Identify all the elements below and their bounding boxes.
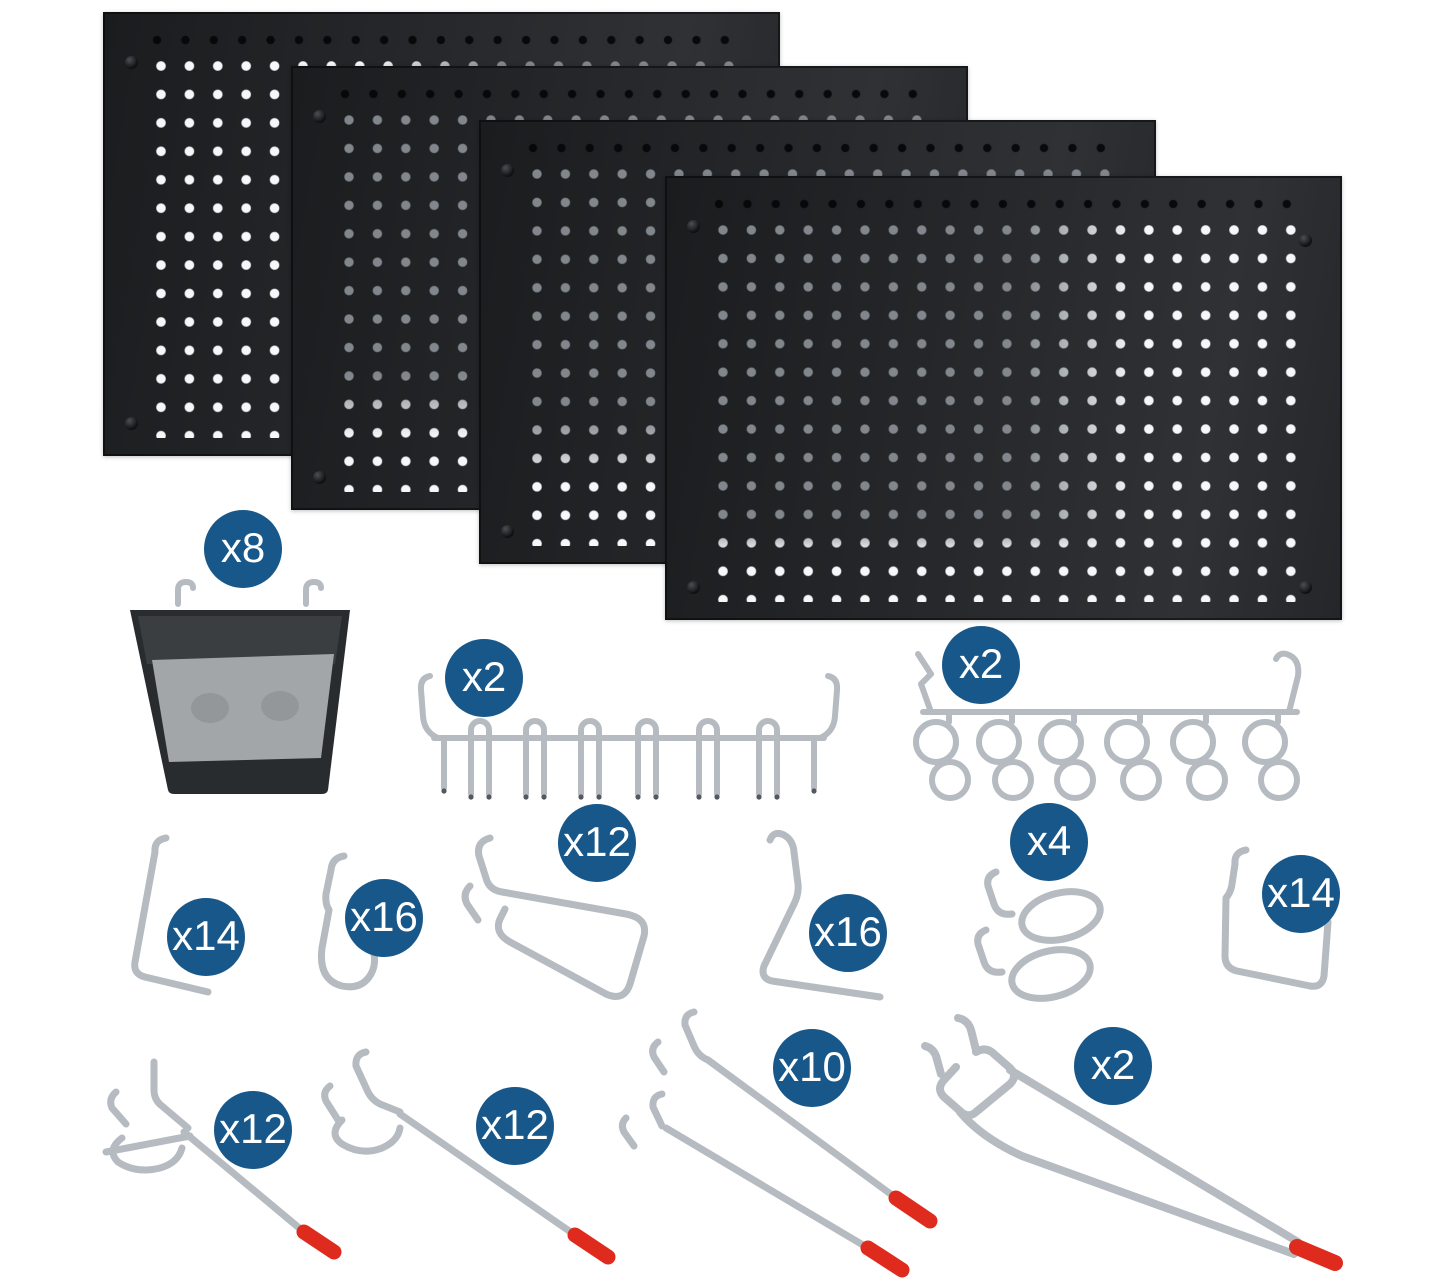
pegboard-hole-grid-bright: [709, 216, 1302, 602]
elbow-hook-icon: [759, 829, 884, 1001]
curved-hook-icon: [461, 834, 649, 1000]
angle-hook-icon: [131, 834, 212, 996]
item-storage-bin: [122, 578, 358, 796]
qty-badge-curved-hook: x12: [558, 804, 636, 882]
item-multi-prong-tool-rack: [408, 648, 841, 806]
curl-rack-icon: [913, 650, 1302, 801]
pegboard-top-hole-row: [337, 86, 922, 102]
qty-badge-long-hook-pair: x10: [773, 1029, 851, 1107]
pegboard-top-hole-row: [149, 32, 734, 48]
qty-badge-j-hook: x16: [345, 879, 423, 957]
item-loop-clip-hooks: [966, 862, 1131, 1007]
item-elbow-hook: [750, 824, 892, 1004]
screw-icon: [313, 110, 326, 123]
item-heavy-duty-double-hook: [918, 1012, 1346, 1271]
qty-badge-loop-clips: x4: [1010, 803, 1088, 881]
qty-badge-square-hook: x14: [1262, 855, 1340, 933]
item-square-hook: [1208, 840, 1336, 1005]
screw-icon: [1299, 234, 1312, 247]
item-ball-end-hook-medium: [321, 1042, 616, 1265]
ball-hook-short-icon: [102, 1058, 342, 1260]
qty-badge-ball-hook-medium: x12: [476, 1087, 554, 1165]
ball-hook-medium-icon: [321, 1048, 616, 1265]
item-ball-end-hook-short: [96, 1050, 344, 1262]
screw-icon: [501, 164, 514, 177]
j-hook-icon: [317, 852, 379, 991]
screw-icon: [125, 56, 138, 69]
screw-icon: [687, 581, 700, 594]
item-j-hook: [298, 848, 384, 1006]
qty-badge-storage-bin: x8: [204, 510, 282, 588]
screw-icon: [687, 220, 700, 233]
curl-hook-units: [913, 709, 1300, 801]
long-hook-pair-icon: [618, 1008, 938, 1278]
pegboard-panel-4: [665, 176, 1342, 620]
screw-icon: [313, 471, 326, 484]
pegboard-top-hole-row: [525, 140, 1110, 156]
screw-icon: [1299, 581, 1312, 594]
item-curl-hook-rack: [905, 646, 1313, 804]
qty-badge-angle-hook: x14: [167, 898, 245, 976]
bin-icon: [130, 579, 350, 794]
screw-icon: [125, 417, 138, 430]
qty-badge-curl-rack: x2: [942, 626, 1020, 704]
prong-tip-dots: [441, 788, 817, 800]
pegboard-top-hole-row: [711, 196, 1296, 212]
item-curved-double-prong-hook: [456, 824, 674, 1006]
qty-badge-ball-hook-short: x12: [214, 1091, 292, 1169]
qty-badge-heavy-hook: x2: [1074, 1027, 1152, 1105]
loop-clip-top: [984, 868, 1104, 944]
heavy-hook-icon: [921, 1014, 1343, 1271]
loop-clip-icon: [974, 868, 1104, 1002]
qty-badge-prong-rack: x2: [445, 639, 523, 717]
screw-icon: [501, 525, 514, 538]
loop-clip-bottom: [974, 926, 1094, 1002]
prong-rack-icon: [417, 673, 841, 800]
item-single-prong-hook-pair: [600, 1002, 952, 1282]
qty-badge-elbow-hook: x16: [809, 894, 887, 972]
item-angle-hook-small: [122, 830, 227, 1005]
square-hook-icon: [1221, 846, 1332, 990]
